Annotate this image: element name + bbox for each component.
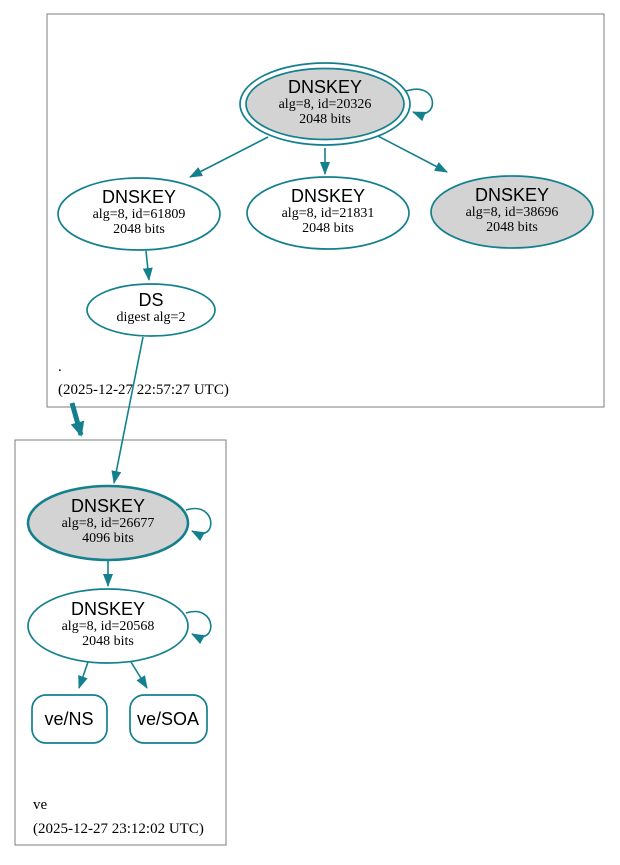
rrset-ve-ns-box[interactable] (31, 694, 108, 744)
edge-root-zone-to-ve-zone-delegation (69, 402, 85, 437)
root-zone-box (46, 13, 605, 408)
node-rrset-ve-ns: ve/NS (31, 694, 108, 744)
dnskey-21831-ellipse[interactable] (246, 176, 410, 250)
dnskey-26677-bits: 4096 bits (82, 531, 134, 546)
dnskey-21831-title: DNSKEY (291, 186, 365, 206)
edge-ksk20326-to-zsk61809 (189, 136, 269, 178)
edge-zsk20568-to-ns (78, 661, 89, 689)
dnskey-38696-ellipse[interactable] (430, 175, 594, 249)
node-dnskey-61809: DNSKEY alg=8, id=61809 2048 bits (57, 177, 221, 251)
edge-ksk20326-self-sign (405, 88, 434, 122)
node-dnskey-38696: DNSKEY alg=8, id=38696 2048 bits (430, 175, 594, 249)
rrset-ve-soa-label: ve/SOA (137, 709, 199, 729)
dnskey-38696-bits: 2048 bits (486, 220, 538, 235)
ds-ellipse[interactable] (86, 283, 216, 337)
dnskey-20568-bits: 2048 bits (82, 634, 134, 649)
ve-zone-label: ve (33, 797, 48, 813)
ds-detail: digest alg=2 (117, 310, 186, 325)
dnskey-61809-bits: 2048 bits (113, 222, 165, 237)
root-zone-timestamp: (2025-12-27 22:57:27 UTC) (58, 382, 229, 398)
dnskey-61809-title: DNSKEY (102, 187, 176, 207)
dnskey-20568-detail: alg=8, id=20568 (62, 619, 155, 634)
edge-ksk20326-to-ksk38696 (375, 134, 448, 173)
ve-zone-box (14, 439, 227, 846)
dnskey-26677-detail: alg=8, id=26677 (62, 516, 155, 531)
dnskey-20568-title: DNSKEY (71, 599, 145, 619)
edge-zsk20568-self-sign (185, 610, 212, 645)
edge-ds-to-ksk26677 (111, 336, 144, 484)
node-rrset-ve-soa: ve/SOA (129, 694, 208, 744)
dnskey-38696-title: DNSKEY (475, 185, 549, 205)
dnskey-20326-bits: 2048 bits (299, 112, 351, 127)
node-dnskey-21831: DNSKEY alg=8, id=21831 2048 bits (246, 176, 410, 250)
dnskey-26677-title: DNSKEY (71, 496, 145, 516)
rrset-ve-ns-label: ve/NS (44, 709, 93, 729)
edge-zsk61809-to-ds (142, 250, 153, 281)
rrset-ve-soa-box[interactable] (129, 694, 208, 744)
edge-ksk26677-self-sign (185, 507, 212, 542)
dnskey-26677-ellipse[interactable] (26, 484, 190, 562)
ds-title: DS (138, 290, 163, 310)
dnskey-61809-detail: alg=8, id=61809 (93, 207, 186, 222)
ve-zone-timestamp: (2025-12-27 23:12:02 UTC) (33, 821, 204, 837)
dnskey-21831-bits: 2048 bits (302, 221, 354, 236)
dnskey-20326-detail: alg=8, id=20326 (279, 97, 372, 112)
dnskey-38696-detail: alg=8, id=38696 (466, 205, 559, 220)
dnskey-20568-ellipse[interactable] (27, 588, 189, 664)
node-dnskey-20326: DNSKEY alg=8, id=20326 2048 bits (239, 62, 411, 146)
node-ds-root: DS digest alg=2 (86, 283, 216, 337)
dnskey-21831-detail: alg=8, id=21831 (282, 206, 375, 221)
node-dnskey-20568: DNSKEY alg=8, id=20568 2048 bits (27, 588, 189, 664)
edge-zsk20568-to-soa (130, 661, 148, 689)
dnskey-20326-title: DNSKEY (288, 77, 362, 97)
root-zone-label: . (58, 359, 62, 375)
dnskey-61809-ellipse[interactable] (57, 177, 221, 251)
dnskey-20326-inner-ellipse[interactable] (245, 67, 405, 141)
node-dnskey-26677: DNSKEY alg=8, id=26677 4096 bits (26, 484, 190, 562)
